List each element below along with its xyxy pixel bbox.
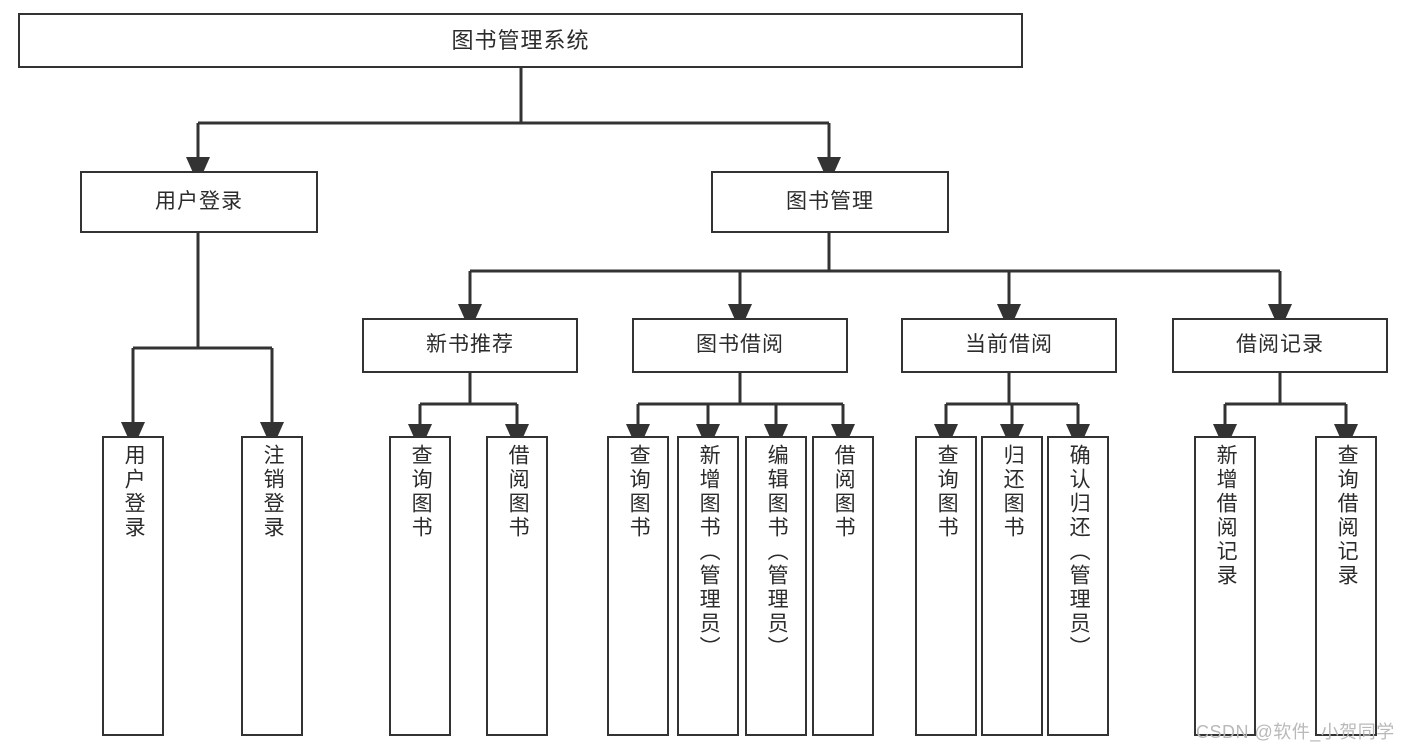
node-leaf-add-book[interactable]: 新增图书（管理员）	[677, 436, 739, 736]
node-new-book-recommend[interactable]: 新书推荐	[362, 318, 578, 373]
node-leaf-add-borrow-record[interactable]: 新增借阅记录	[1194, 436, 1256, 736]
edge-group-current-borrow	[934, 373, 1090, 451]
node-leaf-query-book-current[interactable]: 查询图书	[915, 436, 977, 736]
node-leaf-query-book-borrow-label: 查询图书	[627, 444, 651, 540]
node-borrow-record-label: 借阅记录	[1236, 333, 1324, 357]
edge-group-borrow-record	[1213, 373, 1358, 451]
node-leaf-confirm-return-label: 确认归还（管理员）	[1067, 444, 1091, 660]
node-leaf-borrow-book-recommend[interactable]: 借阅图书	[486, 436, 548, 736]
node-root-label: 图书管理系统	[451, 27, 590, 53]
node-user-login[interactable]: 用户登录	[80, 171, 318, 233]
watermark: CSDN @软件_小贺同学	[1196, 722, 1395, 742]
edge-group-new-book-recommend	[408, 373, 529, 451]
node-book-borrow[interactable]: 图书借阅	[632, 318, 848, 373]
node-borrow-record[interactable]: 借阅记录	[1172, 318, 1388, 373]
node-leaf-user-login-label: 用户登录	[122, 444, 146, 540]
node-leaf-edit-book[interactable]: 编辑图书（管理员）	[745, 436, 807, 736]
node-leaf-confirm-return[interactable]: 确认归还（管理员）	[1047, 436, 1109, 736]
node-leaf-user-logout-label: 注销登录	[261, 444, 285, 540]
node-leaf-return-book-label: 归还图书	[1001, 444, 1025, 540]
node-leaf-add-borrow-record-label: 新增借阅记录	[1214, 444, 1238, 588]
node-current-borrow[interactable]: 当前借阅	[901, 318, 1117, 373]
node-root[interactable]: 图书管理系统	[18, 13, 1023, 68]
edge-group-root	[186, 68, 841, 184]
node-book-manage-label: 图书管理	[786, 189, 874, 213]
node-leaf-borrow-book-recommend-label: 借阅图书	[506, 444, 530, 540]
node-leaf-borrow-book-label: 借阅图书	[832, 444, 856, 540]
edge-group-book-borrow	[626, 373, 855, 451]
node-leaf-query-borrow-record-label: 查询借阅记录	[1335, 444, 1359, 588]
edge-group-book-manage	[458, 233, 1292, 331]
node-book-borrow-label: 图书借阅	[696, 333, 784, 357]
edge-group-user-login	[121, 233, 284, 449]
node-leaf-edit-book-label: 编辑图书（管理员）	[765, 444, 789, 660]
node-leaf-query-book-recommend-label: 查询图书	[409, 444, 433, 540]
node-leaf-borrow-book[interactable]: 借阅图书	[812, 436, 874, 736]
node-leaf-add-book-label: 新增图书（管理员）	[697, 444, 721, 660]
node-leaf-query-book-borrow[interactable]: 查询图书	[607, 436, 669, 736]
node-current-borrow-label: 当前借阅	[965, 333, 1053, 357]
node-leaf-user-login[interactable]: 用户登录	[102, 436, 164, 736]
node-leaf-query-book-current-label: 查询图书	[935, 444, 959, 540]
node-new-book-recommend-label: 新书推荐	[426, 333, 514, 357]
node-leaf-query-borrow-record[interactable]: 查询借阅记录	[1315, 436, 1377, 736]
node-leaf-query-book-recommend[interactable]: 查询图书	[389, 436, 451, 736]
node-book-manage[interactable]: 图书管理	[711, 171, 949, 233]
node-leaf-user-logout[interactable]: 注销登录	[241, 436, 303, 736]
node-leaf-return-book[interactable]: 归还图书	[981, 436, 1043, 736]
node-user-login-label: 用户登录	[155, 189, 243, 213]
